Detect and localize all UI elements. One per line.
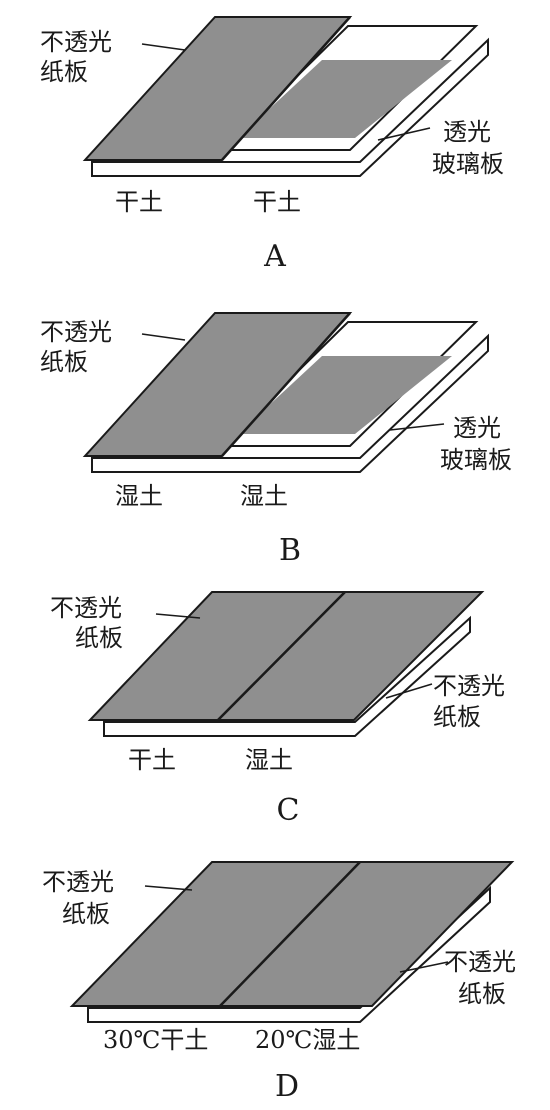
right-board-label-line2: 纸板: [433, 703, 481, 731]
left-board-leader: [141, 43, 186, 51]
setup-b: 不透光 纸板 透光 玻璃板 湿土 湿土 B: [40, 312, 512, 568]
right-board-label-line1: 不透光: [444, 948, 516, 976]
caption-c: C: [277, 793, 300, 828]
tray-base: [91, 333, 489, 473]
left-board-leader: [144, 885, 193, 891]
tray-base: [103, 615, 471, 737]
right-board-label-line2: 玻璃板: [432, 150, 504, 178]
right-board-leader: [389, 423, 445, 431]
right-board-label-line2: 纸板: [458, 980, 506, 1008]
left-board-label-line1: 不透光: [40, 318, 112, 346]
right-soil-label: 20℃湿土: [255, 1026, 360, 1054]
caption-d: D: [275, 1069, 299, 1104]
soil-under-glass: [238, 356, 452, 434]
right-board-label-line1: 透光: [453, 414, 501, 442]
caption-b: B: [279, 533, 301, 568]
left-board-label-line2: 纸板: [40, 58, 88, 86]
right-board-leader: [385, 683, 433, 699]
right-board-leader: [399, 961, 449, 973]
right-soil-label: 湿土: [245, 746, 293, 774]
caption-a: A: [263, 239, 286, 274]
right-board-label-line2: 玻璃板: [440, 446, 512, 474]
setup-d: 不透光 纸板 不透光 纸板 30℃干土 20℃湿土 D: [42, 861, 516, 1104]
right-board-label-line1: 透光: [443, 118, 491, 146]
left-soil-label: 干土: [115, 188, 163, 216]
tray-base: [91, 37, 489, 177]
right-soil-label: 湿土: [240, 482, 288, 510]
left-board-leader: [155, 613, 201, 619]
right-board-label-line1: 不透光: [433, 672, 505, 700]
left-soil-label: 30℃干土: [103, 1026, 208, 1054]
setup-a: 不透光 纸板 透光 玻璃板 干土 干土 A: [40, 16, 504, 274]
left-board-label-line1: 不透光: [40, 28, 112, 56]
right-board-leader: [377, 127, 431, 141]
left-board-label-line2: 纸板: [40, 348, 88, 376]
soil-under-glass: [238, 60, 452, 138]
setup-c: 不透光 纸板 不透光 纸板 干土 湿土 C: [50, 591, 505, 828]
right-soil-label: 干土: [253, 188, 301, 216]
left-board-label-line1: 不透光: [42, 868, 114, 896]
left-board-label-line2: 纸板: [75, 624, 123, 652]
left-board-leader: [141, 333, 186, 341]
left-board-label-line1: 不透光: [50, 594, 122, 622]
left-soil-label: 干土: [128, 746, 176, 774]
left-soil-label: 湿土: [115, 482, 163, 510]
left-board-label-line2: 纸板: [62, 900, 110, 928]
